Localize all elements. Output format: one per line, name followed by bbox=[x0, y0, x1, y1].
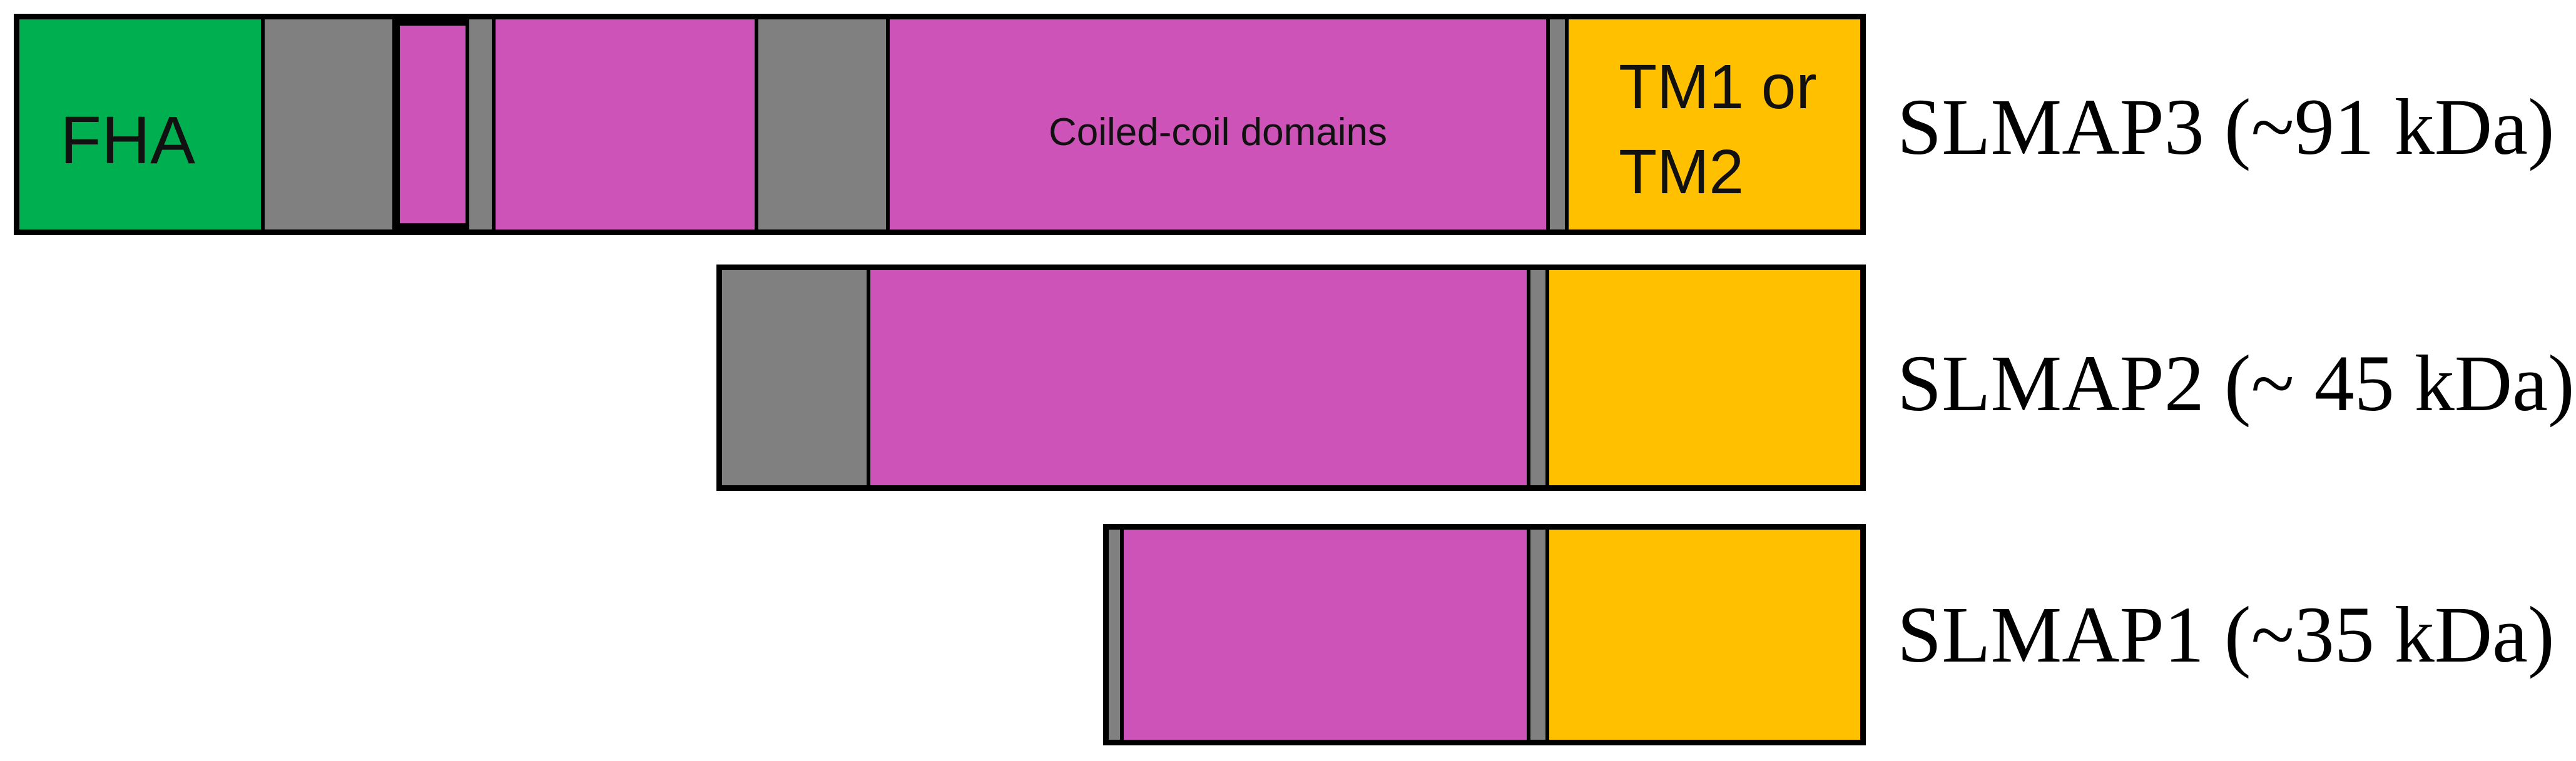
fha-domain: FHA bbox=[19, 19, 265, 229]
slmap2-label: SLMAP2 (~ 45 kDa) bbox=[1897, 339, 2575, 428]
coiled-coil-segment bbox=[870, 270, 1530, 485]
coiled-coil-segment bbox=[396, 26, 469, 223]
coiled-coil-segment bbox=[496, 19, 758, 229]
spacer-region bbox=[469, 19, 496, 229]
coiled-coil-segment bbox=[1124, 530, 1530, 740]
transmembrane-domain: TM1 or TM2 bbox=[1569, 19, 1860, 229]
coiled-coil-label: Coiled-coil domains bbox=[1048, 111, 1388, 154]
transmembrane-domain bbox=[1549, 530, 1860, 740]
slmap1-label: SLMAP1 (~35 kDa) bbox=[1897, 590, 2555, 679]
slmap3-bar: FHA Coiled-coil domains TM1 or TM2 bbox=[14, 14, 1866, 235]
spacer-region bbox=[758, 19, 890, 229]
coiled-coil-segment: Coiled-coil domains bbox=[890, 19, 1550, 229]
spacer-region bbox=[1530, 530, 1549, 740]
tm-label: TM1 or TM2 bbox=[1619, 44, 1817, 214]
slmap2-bar bbox=[716, 265, 1866, 491]
transmembrane-domain bbox=[1549, 270, 1860, 485]
spacer-region bbox=[1550, 19, 1569, 229]
spacer-region bbox=[265, 19, 396, 229]
slmap1-bar bbox=[1103, 524, 1866, 745]
slmap3-label: SLMAP3 (~91 kDa) bbox=[1897, 83, 2555, 171]
spacer-region bbox=[1109, 530, 1124, 740]
tm-label-line1: TM1 or bbox=[1619, 52, 1817, 122]
fha-label: FHA bbox=[60, 102, 195, 178]
spacer-region bbox=[722, 270, 870, 485]
spacer-region bbox=[1530, 270, 1549, 485]
tm-label-line2: TM2 bbox=[1619, 137, 1744, 207]
